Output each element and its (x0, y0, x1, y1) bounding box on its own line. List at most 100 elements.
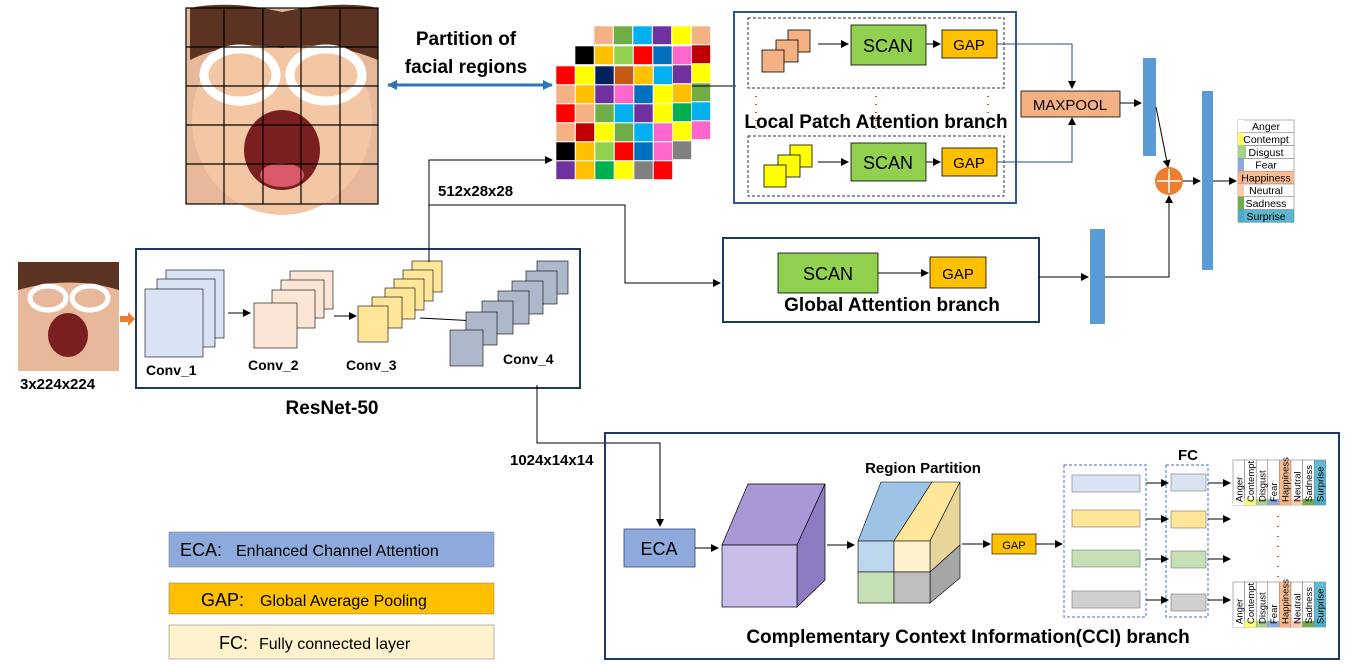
conv4-to-eca-line (536, 385, 664, 527)
scan-block-global (777, 252, 879, 294)
patch-cell (614, 141, 634, 161)
patch-cell (614, 65, 634, 85)
emotion-swatch (1238, 184, 1244, 197)
patch-cell (613, 25, 633, 45)
emotion-swatch (1291, 621, 1303, 627)
local-branch-upper-dashed (747, 17, 1005, 89)
local-patch-stack-upper (761, 29, 811, 73)
patch-cell (691, 25, 711, 45)
pooled-feature-2 (1071, 509, 1141, 528)
fc-unit-2 (1170, 510, 1207, 529)
patch-cell (575, 84, 595, 104)
patch-cell (691, 63, 711, 83)
patch-cell (691, 120, 711, 140)
emotion-swatch (1238, 196, 1244, 210)
patch-cell (555, 103, 576, 123)
feature-cube (721, 483, 826, 608)
emotion-swatch (1291, 499, 1303, 505)
resnet-box (135, 248, 581, 389)
conv2-block (253, 270, 334, 349)
emotion-swatch (1238, 120, 1244, 133)
emotion-label: Fear (1269, 482, 1280, 502)
patch-cell (594, 45, 614, 65)
emotion-label: Contempt (1246, 460, 1257, 502)
emotion-highlight (1238, 145, 1246, 159)
patch-cell (653, 160, 673, 180)
local-branch-lower-dashed (747, 135, 1005, 197)
gap-block-global (929, 256, 987, 289)
local-bar-to-plus (1155, 106, 1171, 168)
conv3-block (357, 260, 443, 343)
patch-cell (594, 84, 615, 104)
emotion-label: Sadness (1304, 465, 1315, 502)
fc-title: FC (1178, 447, 1198, 464)
emotion-label: Contempt (1243, 134, 1289, 146)
emotion-swatch (1244, 499, 1257, 505)
emotion-swatch (1267, 499, 1280, 505)
patch-cell (555, 84, 576, 104)
legend-eca-abbr: ECA: (180, 540, 222, 560)
dim-1024-label: 1024x14x14 (510, 452, 594, 469)
patch-cell (594, 141, 615, 161)
local-patch-stack-lower (763, 144, 813, 188)
legend-gap-text: Global Average Pooling (260, 593, 427, 610)
emotion-label: Disgust (1248, 147, 1283, 159)
gap-label-cci: GAP (1002, 540, 1025, 552)
conv3-label: Conv_3 (346, 357, 397, 373)
maxpool-label: MAXPOOL (1033, 97, 1107, 114)
conv4-label: Conv_4 (503, 351, 554, 367)
patch-cell (633, 160, 654, 180)
patch-cell (672, 121, 692, 141)
emotion-highlight (1238, 209, 1294, 223)
patch-cell (633, 103, 654, 123)
pooled-feature-1 (1071, 474, 1141, 493)
conv2-label: Conv_2 (248, 357, 299, 373)
emotion-label: Anger (1234, 599, 1245, 624)
conv1-block (144, 269, 225, 358)
patch-cell (593, 25, 614, 45)
patch-cell (671, 25, 692, 45)
global-branch-box (722, 237, 1040, 323)
patch-cell (691, 44, 711, 64)
emotion-swatch (1244, 621, 1257, 627)
emotion-label: Happiness (1281, 457, 1292, 502)
patch-cell (575, 103, 595, 123)
cci-branch-box (604, 432, 1340, 660)
patch-cell (614, 160, 634, 180)
patch-cell (653, 141, 673, 161)
patch-cell (632, 25, 653, 45)
legend-eca-text: Enhanced Channel Attention (236, 543, 439, 560)
patch-cell (653, 84, 673, 104)
emotion-label: Surprise (1246, 211, 1285, 223)
patch-grid-stack (555, 25, 711, 180)
emotion-swatch (1233, 621, 1245, 627)
local-branch-title: Local Patch Attention branch (744, 112, 1007, 133)
maxpool-block (1020, 90, 1121, 118)
patch-cell (633, 45, 653, 65)
gap-lower-to-maxpool (997, 117, 1076, 163)
patch-cell (555, 122, 576, 142)
fc-unit-1 (1170, 473, 1207, 492)
legend-fc-box (168, 624, 495, 660)
patch-cell (614, 84, 634, 104)
pooled-features-dashed (1063, 464, 1147, 618)
emotion-swatch (1238, 158, 1244, 172)
patch-cell (633, 84, 654, 104)
patch-cell (594, 65, 615, 85)
patch-cell (653, 65, 673, 85)
legend-gap-abbr: GAP: (201, 590, 244, 610)
patch-cell (594, 160, 615, 180)
gap-label-lower: GAP (953, 155, 985, 172)
dim-512-label: 512x28x28 (438, 183, 513, 200)
scan-label-upper: SCAN (863, 36, 913, 56)
scan-label-lower: SCAN (863, 153, 913, 173)
emotion-label: Neutral (1292, 593, 1303, 624)
fusion-plus-icon (1155, 167, 1183, 195)
patch-cell (672, 140, 692, 160)
feature-bar-global (1090, 229, 1105, 324)
eca-block (623, 528, 696, 568)
local-branch-box (733, 11, 1017, 204)
emotion-label: Sadness (1246, 198, 1287, 210)
